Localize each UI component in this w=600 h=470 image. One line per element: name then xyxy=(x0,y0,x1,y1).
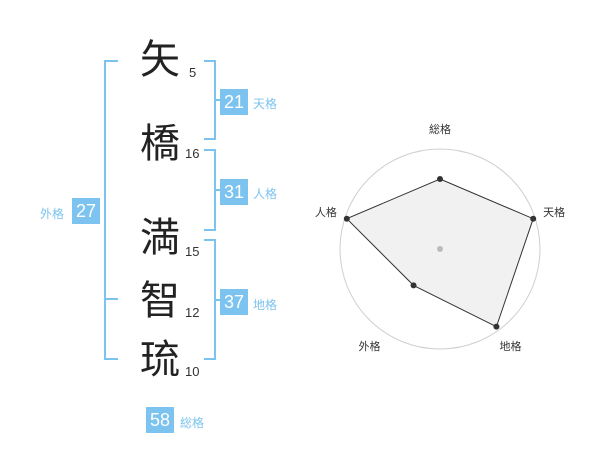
chikaku-label: 地格 xyxy=(253,298,278,312)
name-char-5: 琉 xyxy=(140,337,180,383)
name-char-3: 満 xyxy=(140,215,180,261)
stroke-count-1: 5 xyxy=(189,65,197,80)
stroke-count-2: 16 xyxy=(185,146,200,161)
radar-axis-label: 天格 xyxy=(543,205,565,219)
radar-axis-label: 外格 xyxy=(358,339,380,353)
tenkaku-value-box: 21 xyxy=(220,89,248,115)
jinkaku-value-box: 31 xyxy=(220,179,248,205)
gaikaku-label: 外格 xyxy=(40,207,65,221)
stroke-count-5: 10 xyxy=(185,364,200,379)
radar-points xyxy=(343,176,537,330)
jinkaku-label: 人格 xyxy=(253,187,278,201)
radar-point xyxy=(493,323,500,330)
tenkaku-label: 天格 xyxy=(253,97,278,111)
soukaku-value-box: 58 xyxy=(146,407,174,433)
radar-point xyxy=(410,282,417,289)
radar-axis-label: 人格 xyxy=(315,205,337,219)
stroke-count-3: 15 xyxy=(185,244,200,259)
chikaku-value-box: 37 xyxy=(220,289,248,315)
gaikaku-inner-tick xyxy=(104,298,118,300)
gaikaku-bracket xyxy=(104,60,118,360)
radar-data-polygon xyxy=(345,178,534,328)
radar-point xyxy=(437,176,443,182)
name-char-1: 矢 xyxy=(140,37,180,83)
radar-axis-label: 総格 xyxy=(429,122,451,136)
stroke-count-4: 12 xyxy=(185,305,200,320)
radar-axis-label: 地格 xyxy=(500,339,522,353)
radar-center-dot xyxy=(437,246,443,252)
tenkaku-connector xyxy=(214,99,222,101)
chikaku-connector xyxy=(214,299,222,301)
soukaku-label: 総格 xyxy=(180,416,205,430)
name-char-2: 橋 xyxy=(140,121,180,167)
jinkaku-connector xyxy=(214,189,222,191)
name-char-4: 智 xyxy=(140,278,180,324)
radar-point xyxy=(343,215,350,222)
gaikaku-value-box: 27 xyxy=(72,198,100,224)
radar-point xyxy=(530,215,537,222)
